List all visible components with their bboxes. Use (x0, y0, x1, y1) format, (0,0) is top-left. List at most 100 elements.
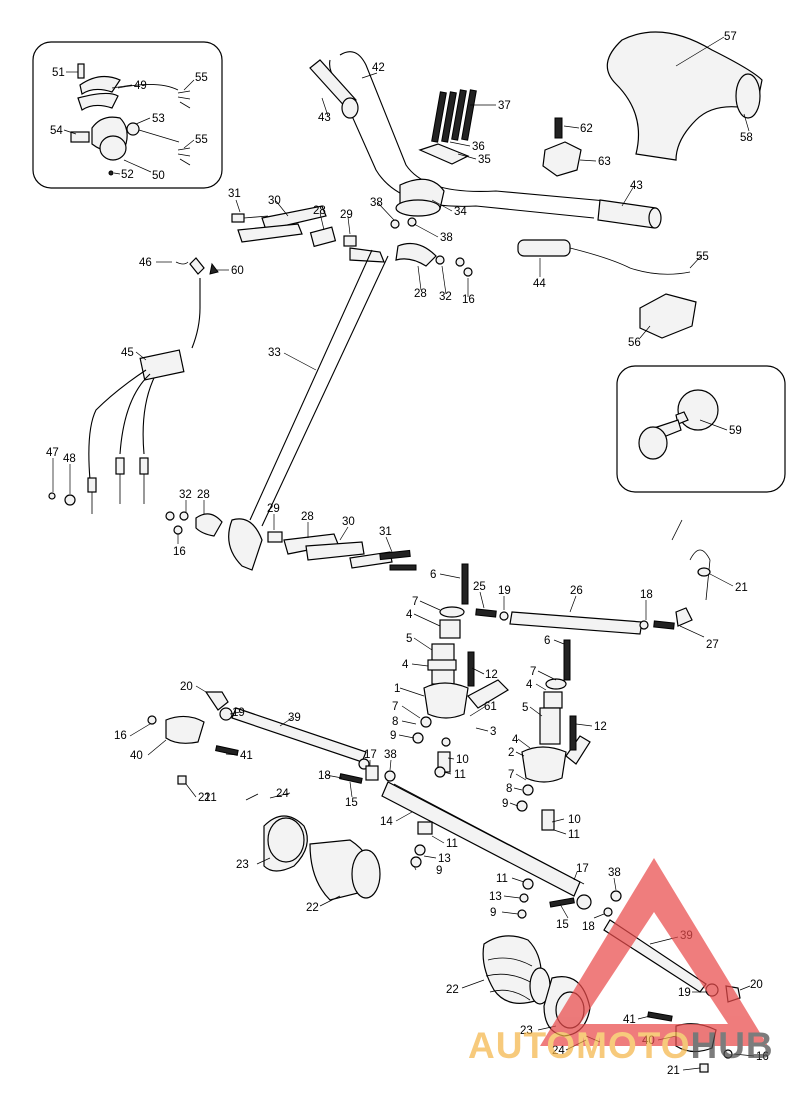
callout-29: 29 (340, 209, 353, 221)
callout-11: 11 (496, 873, 508, 885)
leader-lines (52, 36, 755, 1071)
callout-21: 21 (198, 792, 211, 804)
callout-56: 56 (628, 337, 641, 349)
callout-44: 44 (533, 278, 546, 290)
callout-labels: 51 49 55 53 54 55 52 50 42 43 37 62 36 3… (46, 31, 769, 1077)
callout-13: 13 (489, 891, 502, 903)
callout-8: 8 (506, 783, 512, 795)
callout-16: 16 (114, 730, 127, 742)
callout-15: 15 (556, 919, 569, 931)
watermark-hub: HUB (690, 1025, 773, 1066)
callout-43: 43 (630, 180, 643, 192)
callout-9: 9 (490, 907, 496, 919)
callout-11: 11 (568, 829, 580, 841)
callout-45: 45 (121, 347, 134, 359)
callout-47: 47 (46, 447, 59, 459)
callout-41: 41 (623, 1014, 636, 1026)
callout-20: 20 (180, 681, 193, 693)
callout-19: 19 (678, 987, 691, 999)
callout-5: 5 (406, 633, 412, 645)
callout-39: 39 (288, 712, 301, 724)
ball-joint (638, 389, 719, 460)
callout-32: 32 (179, 489, 192, 501)
callout-57: 57 (724, 31, 737, 43)
callout-62: 62 (580, 123, 593, 135)
callout-29: 29 (267, 503, 280, 515)
callout-37: 37 (498, 100, 511, 112)
watermark-moto: MOTO (576, 1025, 690, 1066)
callout-17: 17 (576, 863, 589, 875)
callout-34: 34 (454, 206, 467, 218)
callout-63: 63 (598, 156, 611, 168)
spindle-left (412, 563, 509, 778)
callout-11: 11 (446, 838, 458, 850)
callout-25: 25 (473, 581, 486, 593)
callout-24: 24 (552, 1045, 565, 1057)
callout-19: 19 (232, 707, 245, 719)
callout-43: 43 (318, 112, 331, 124)
switch-button-62-63 (542, 117, 582, 177)
callout-8: 8 (392, 716, 398, 728)
callout-4: 4 (402, 659, 409, 671)
callout-2: 2 (508, 747, 514, 759)
callout-18: 18 (582, 921, 595, 933)
callout-38: 38 (370, 197, 383, 209)
callout-60: 60 (231, 265, 244, 277)
spindle-right (516, 639, 591, 831)
callout-4: 4 (512, 734, 519, 746)
callout-52: 52 (121, 169, 134, 181)
callout-46: 46 (139, 257, 152, 269)
handlebar-clamp (395, 89, 477, 217)
callout-6: 6 (544, 635, 550, 647)
steering-column-33 (249, 249, 389, 527)
tie-rod-26 (475, 519, 711, 635)
callout-10: 10 (568, 814, 581, 826)
switch-assembly (70, 63, 191, 176)
callout-5: 5 (522, 702, 528, 714)
callout-61: 61 (484, 701, 497, 713)
callout-59: 59 (729, 425, 742, 437)
callout-9: 9 (390, 730, 396, 742)
callout-11: 11 (454, 769, 466, 781)
callout-13: 13 (438, 853, 451, 865)
callout-32: 32 (439, 291, 452, 303)
callout-18: 18 (318, 770, 331, 782)
callout-41: 41 (240, 750, 253, 762)
callout-16: 16 (756, 1051, 769, 1063)
callout-4: 4 (406, 609, 413, 621)
callout-55: 55 (195, 134, 208, 146)
callout-6: 6 (430, 569, 436, 581)
callout-16: 16 (173, 546, 186, 558)
callout-38: 38 (440, 232, 453, 244)
callout-55: 55 (195, 72, 208, 84)
callout-40: 40 (130, 750, 143, 762)
callout-27: 27 (706, 639, 719, 651)
watermark-auto: AUTO (468, 1025, 576, 1066)
callout-38: 38 (384, 749, 397, 761)
callout-15: 15 (345, 797, 358, 809)
callout-7: 7 (508, 769, 514, 781)
callout-4: 4 (526, 679, 533, 691)
callout-55: 55 (696, 251, 709, 263)
callout-38: 38 (608, 867, 621, 879)
callout-28: 28 (301, 511, 314, 523)
callout-9: 9 (502, 798, 508, 810)
callout-42: 42 (372, 62, 385, 74)
cable-harness (48, 257, 219, 514)
callout-12: 12 (485, 669, 498, 681)
callout-50: 50 (152, 170, 165, 182)
callout-18: 18 (640, 589, 653, 601)
callout-28: 28 (414, 288, 427, 300)
callout-23: 23 (520, 1025, 533, 1037)
callout-20: 20 (750, 979, 763, 991)
callout-10: 10 (456, 754, 469, 766)
callout-22: 22 (306, 902, 319, 914)
callout-30: 30 (268, 195, 281, 207)
upper-linkage (231, 205, 473, 277)
callout-21: 21 (667, 1065, 680, 1077)
callout-28: 28 (197, 489, 210, 501)
callout-31: 31 (228, 188, 241, 200)
callout-12: 12 (594, 721, 607, 733)
handlebar (309, 51, 662, 229)
